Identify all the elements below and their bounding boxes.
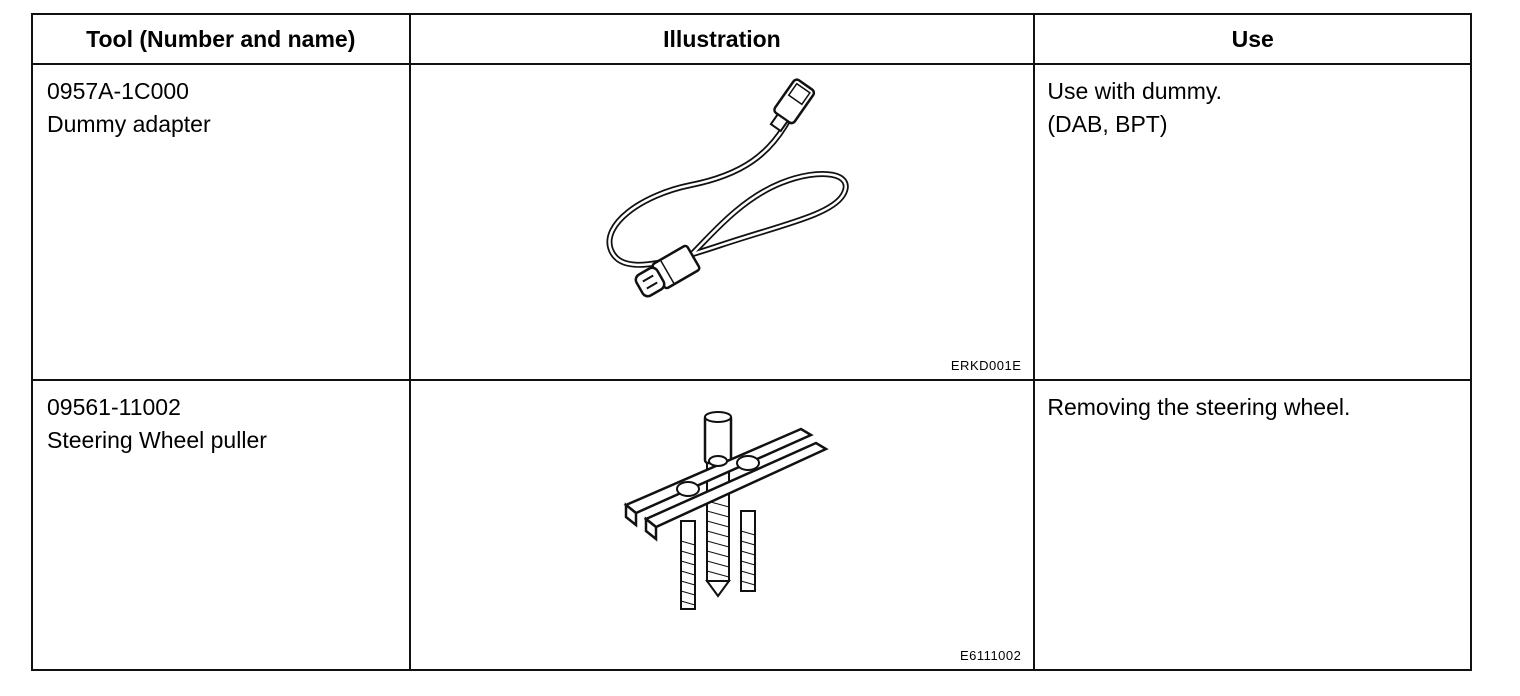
use-text-line: (DAB, BPT)	[1047, 111, 1168, 137]
illustration-code: ERKD001E	[950, 358, 1022, 373]
tool-cell: 09561-11002 Steering Wheel puller	[31, 379, 411, 671]
special-tools-table: Tool (Number and name) Illustration Use …	[31, 13, 1472, 671]
use-cell: Use with dummy. (DAB, BPT)	[1033, 63, 1472, 381]
illustration-cell: E6111002	[408, 379, 1036, 671]
header-tool: Tool (Number and name)	[31, 13, 411, 65]
header-use: Use	[1033, 13, 1472, 65]
use-text-line: Removing the steering wheel.	[1047, 394, 1351, 420]
tool-cell: 0957A-1C000 Dummy adapter	[31, 63, 411, 381]
use-text-line: Use with dummy.	[1047, 78, 1223, 104]
tool-number: 0957A-1C000	[47, 78, 189, 104]
table-row: 0957A-1C000 Dummy adapter	[31, 63, 1472, 381]
tool-name: Dummy adapter	[47, 111, 211, 137]
illustration-cell: ERKD001E	[408, 63, 1036, 381]
header-illustration: Illustration	[408, 13, 1036, 65]
tool-name: Steering Wheel puller	[47, 427, 267, 453]
illustration-code: E6111002	[960, 648, 1022, 663]
dummy-adapter-cable-icon	[606, 78, 849, 298]
header-row: Tool (Number and name) Illustration Use	[31, 13, 1472, 65]
table-row: 09561-11002 Steering Wheel puller	[31, 379, 1472, 671]
use-cell: Removing the steering wheel.	[1033, 379, 1472, 671]
tool-number: 09561-11002	[47, 394, 181, 420]
steering-wheel-puller-icon	[623, 411, 829, 610]
